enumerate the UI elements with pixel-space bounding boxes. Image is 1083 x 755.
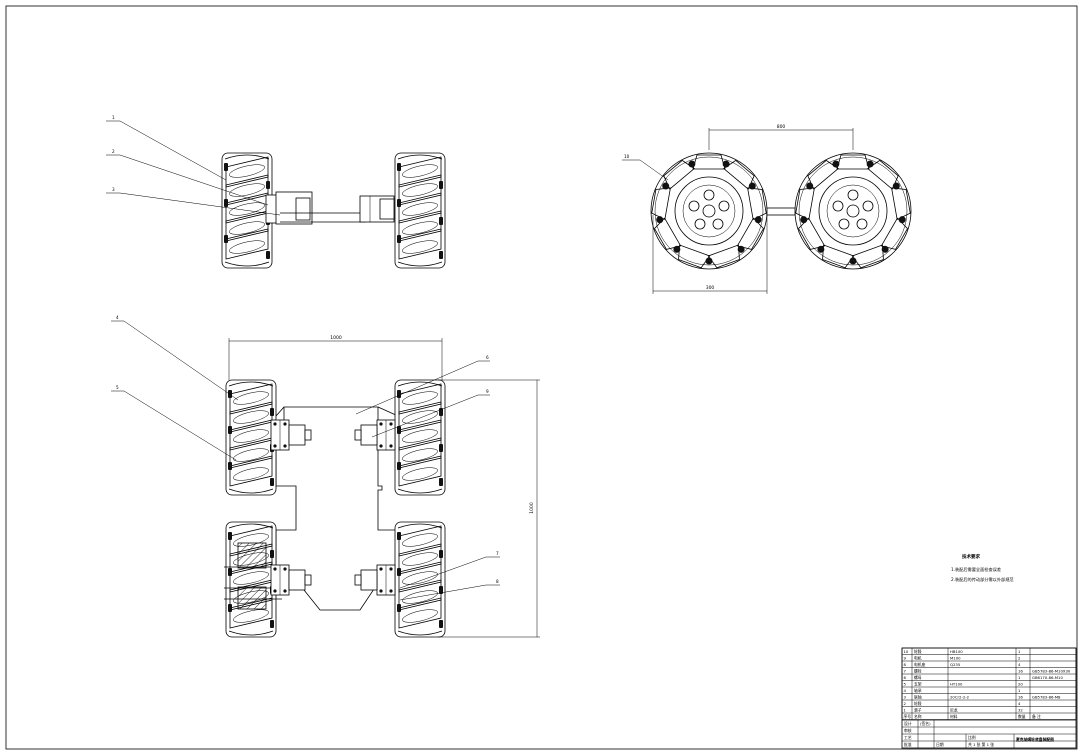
bom-row-qty: 1 xyxy=(1018,675,1021,680)
bom-row-note: GB5783-86-M10X30 xyxy=(1032,668,1071,673)
bom-row-name: 轴承 xyxy=(914,688,922,693)
balloon-7: 7 xyxy=(496,551,499,556)
dim-height-1000: 1000 xyxy=(529,502,535,514)
tb-date-label: 日期 xyxy=(936,742,944,747)
tb-sheet-label: 共 1 张 第 1 张 xyxy=(968,742,994,747)
tb-check-label: 审核 xyxy=(904,728,912,733)
bom-row-code: M100 xyxy=(950,655,961,660)
tb-sign-label: (签名) xyxy=(920,721,931,726)
bom-header-qty: 数量 xyxy=(1018,714,1026,719)
sheet-border xyxy=(5,5,1078,750)
technical-requirements: 技术要求 1.装配后需要全面检查误差 2.装配后的传动部分需以外部规范 xyxy=(951,553,1014,583)
bom-row-qty: 1 xyxy=(1018,649,1021,654)
tech-req-item-2: 2.装配后的传动部分需以外部规范 xyxy=(951,576,1014,583)
bom-row-no: 5 xyxy=(904,681,907,686)
bom-row-no: 2 xyxy=(904,701,907,706)
bom-row-qty: 4 xyxy=(1018,662,1021,667)
bom-row-note: GB5783-86-M8 xyxy=(1032,694,1061,699)
bom-header-name: 名称 xyxy=(914,714,922,719)
bom-row-qty: 20 xyxy=(1018,681,1023,686)
bom-row-no: 1 xyxy=(904,707,907,712)
balloon-labels: 1 2 3 4 5 6 7 8 9 10 xyxy=(112,115,630,584)
side-view: 800 300 xyxy=(650,124,912,294)
balloon-5: 5 xyxy=(116,385,119,390)
bom-row-no: 8 xyxy=(904,662,907,667)
balloon-4: 4 xyxy=(116,315,119,320)
dim-width-1000: 1000 xyxy=(330,335,342,341)
bom-row-name: 轮毂 xyxy=(914,649,922,654)
bom-row-qty: 2 xyxy=(1018,655,1021,660)
bom-row-name: 支架 xyxy=(914,681,922,686)
bom-row-no: 4 xyxy=(904,688,907,693)
dim-diameter-300: 300 xyxy=(706,285,715,291)
bom-row-no: 9 xyxy=(904,655,907,660)
bom-row-no: 6 xyxy=(904,675,907,680)
balloon-1: 1 xyxy=(112,115,115,120)
bom-row-name: 滚子 xyxy=(914,707,922,712)
tb-approve-label: 批准 xyxy=(904,742,912,747)
bom-row-name: 螺母 xyxy=(914,675,922,680)
leader-lines xyxy=(106,120,669,601)
balloon-8: 8 xyxy=(496,579,499,584)
bom-row-qty: 32 xyxy=(1018,707,1023,712)
bom-header-note: 备 注 xyxy=(1032,714,1041,719)
bom-row-qty: 4 xyxy=(1018,701,1021,706)
bom-row-note: GB6170-86-M10 xyxy=(1032,675,1063,680)
tb-process-label: 工艺 xyxy=(904,735,912,740)
bom-row-name: 螺栓 xyxy=(914,668,922,673)
bom-row-name: 电机座 xyxy=(914,662,926,667)
balloon-3: 3 xyxy=(112,187,115,192)
bom-row-qty: 16 xyxy=(1018,668,1023,673)
bom-header-code: 材料 xyxy=(950,714,958,719)
tb-design-label: 设计 xyxy=(904,721,912,726)
bom-row-code: 尼龙 xyxy=(950,707,958,712)
tb-scale-label: 比例 xyxy=(968,735,976,740)
bom-row-code: 20Cr2-2-2 xyxy=(950,694,970,699)
dim-width-800: 800 xyxy=(777,124,786,130)
bom-row-no: 3 xyxy=(904,694,907,699)
bom-row-qty: 16 xyxy=(1018,694,1023,699)
bom-row-code: HT100 xyxy=(950,681,963,686)
bom-row-no: 7 xyxy=(904,668,907,673)
bom-row-name: 联轴 xyxy=(914,694,922,699)
bom-header-no: 序号 xyxy=(904,714,912,719)
balloon-6: 6 xyxy=(486,355,489,360)
top-view xyxy=(221,152,446,269)
bom-row-qty: 1 xyxy=(1018,688,1021,693)
balloon-9: 9 xyxy=(486,389,489,394)
balloon-2: 2 xyxy=(112,149,115,154)
bom-row-no: 10 xyxy=(904,649,909,654)
bom-row-code: Q235 xyxy=(950,662,961,667)
bom-row-code: HB100 xyxy=(950,649,963,654)
bom-row-name: 电机 xyxy=(914,655,922,660)
tech-req-item-1: 1.装配后需要全面检查误差 xyxy=(951,566,1001,573)
tech-req-title: 技术要求 xyxy=(962,553,980,560)
bom-row-name: 轮毂 xyxy=(914,701,922,706)
front-view: 1000 1000 xyxy=(224,335,540,638)
tb-drawing-title: 麦克纳姆轮底盘装配图 xyxy=(1016,737,1054,742)
balloon-10: 10 xyxy=(624,154,630,159)
